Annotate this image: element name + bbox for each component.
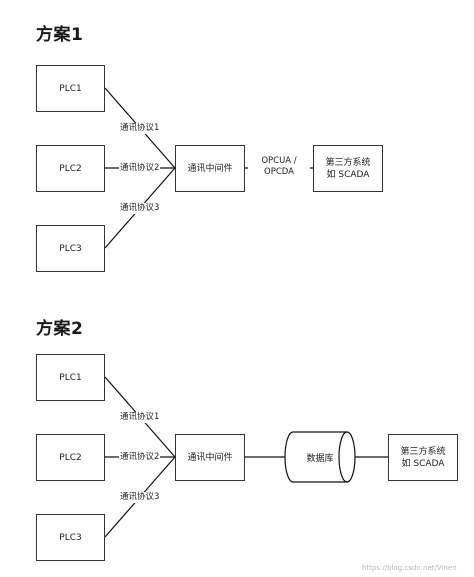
database-cylinder-shape <box>284 431 356 483</box>
scheme2-title: 方案2 <box>36 319 84 339</box>
s1-plc1-label: PLC1 <box>59 83 82 94</box>
s1-plc1-box: PLC1 <box>36 65 105 112</box>
s2-plc2-label: PLC2 <box>59 452 82 463</box>
s1-middleware-box: 通讯中间件 <box>175 145 245 192</box>
s1-opc-edge-label: OPCUA / OPCDA <box>248 156 310 178</box>
s1-opc-line1: OPCUA / <box>248 156 310 167</box>
s2-middleware-label: 通讯中间件 <box>187 452 233 463</box>
s2-protocol3-label: 通讯协议3 <box>119 492 161 503</box>
s2-plc3-box: PLC3 <box>36 514 105 561</box>
s1-plc3-box: PLC3 <box>36 225 105 272</box>
watermark-text: https://blog.csdn.net/Vinen <box>362 564 457 572</box>
s2-plc1-label: PLC1 <box>59 372 82 383</box>
s2-thirdparty-line1: 第三方系统 <box>400 446 446 457</box>
s1-plc3-label: PLC3 <box>59 243 82 254</box>
scheme1-title: 方案1 <box>36 25 84 45</box>
s2-plc3-label: PLC3 <box>59 532 82 543</box>
s1-middleware-label: 通讯中间件 <box>187 163 233 174</box>
s2-thirdparty-box: 第三方系统 如 SCADA <box>388 434 458 481</box>
s2-database-label: 数据库 <box>306 453 334 464</box>
s2-protocol2-label: 通讯协议2 <box>119 452 161 463</box>
s1-protocol3-label: 通讯协议3 <box>119 203 161 214</box>
s2-plc2-box: PLC2 <box>36 434 105 481</box>
s1-protocol1-label: 通讯协议1 <box>119 123 161 134</box>
s1-thirdparty-line1: 第三方系统 <box>325 157 371 168</box>
s1-thirdparty-line2: 如 SCADA <box>326 169 370 180</box>
s1-opc-line2: OPCDA <box>248 167 310 178</box>
s1-plc2-box: PLC2 <box>36 145 105 192</box>
s2-protocol1-label: 通讯协议1 <box>119 412 161 423</box>
s2-thirdparty-line2: 如 SCADA <box>401 458 445 469</box>
s1-thirdparty-box: 第三方系统 如 SCADA <box>313 145 383 192</box>
s2-middleware-box: 通讯中间件 <box>175 434 245 481</box>
s1-plc2-label: PLC2 <box>59 163 82 174</box>
s2-plc1-box: PLC1 <box>36 354 105 401</box>
s1-protocol2-label: 通讯协议2 <box>119 163 161 174</box>
